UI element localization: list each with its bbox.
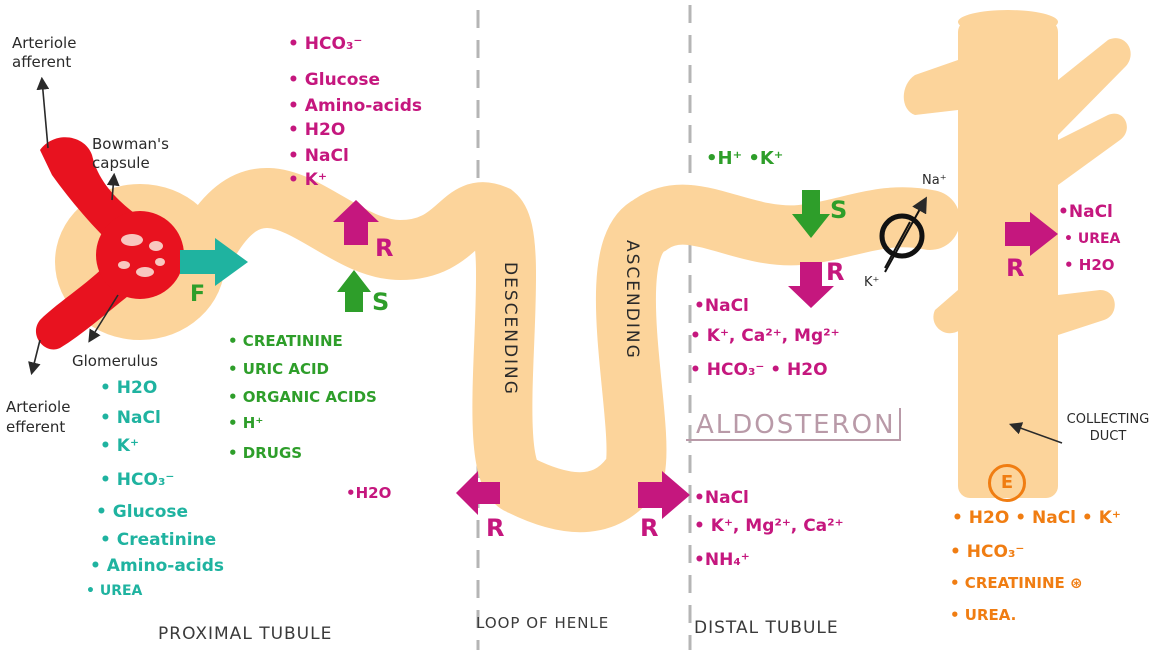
collecting-reabsorption-item: • H2O	[1064, 256, 1115, 274]
filtrate-item: • NaCl	[100, 408, 161, 428]
collecting-reabsorption-item: • UREA	[1064, 231, 1121, 247]
proximal-secretion-item: • URIC ACID	[228, 360, 330, 378]
letter-r-ascending: R	[640, 514, 659, 542]
excretion-item: • H2O • NaCl • K⁺	[952, 508, 1121, 528]
filtrate-item: • H2O	[100, 378, 158, 398]
distal-secretion-arrow	[792, 190, 830, 238]
excretion-item: • UREA.	[950, 606, 1017, 624]
filtration-arrow	[180, 238, 248, 286]
letter-r-distal: R	[826, 258, 845, 286]
ascending-reabsorption-item: • K⁺, Mg²⁺, Ca²⁺	[694, 516, 844, 536]
filtrate-item: • HCO₃⁻	[100, 470, 175, 490]
proximal-secretion-item: • DRUGS	[228, 444, 303, 462]
excretion-item: • HCO₃⁻	[950, 542, 1025, 562]
filtrate-item: • K⁺	[100, 436, 139, 456]
label-glomerulus: Glomerulus	[72, 352, 158, 370]
distal-reabsorption-item: •NaCl	[694, 296, 749, 316]
letter-s-distal: S	[830, 196, 848, 224]
ascending-reabsorption-item: •NaCl	[694, 488, 749, 508]
letter-s-proximal: S	[372, 288, 390, 316]
glomerulus-holes	[118, 234, 165, 277]
label-k-plus: K⁺	[864, 275, 880, 290]
filtrate-item: • Glucose	[96, 502, 189, 522]
proximal-reabsorption-item: • HCO₃⁻	[288, 34, 363, 54]
glomerulus	[35, 137, 184, 350]
distal-secretion-items: •H⁺ •K⁺	[706, 148, 784, 169]
section-distal-tubule: DISTAL TUBULE	[694, 618, 839, 638]
filtrate-item: • UREA	[86, 583, 143, 599]
proximal-secretion-item: • ORGANIC ACIDS	[228, 388, 377, 406]
label-bowmans-capsule: Bowman's capsule	[92, 135, 169, 172]
ascending-reabsorption-arrow	[638, 471, 690, 519]
ascending-reabsorption-item: •NH₄⁺	[694, 550, 750, 570]
collecting-reabsorption-arrow	[1005, 212, 1058, 256]
aldosteron-bracket	[686, 408, 901, 441]
label-na-plus: Na⁺	[922, 173, 947, 188]
proximal-reabsorption-item: • NaCl	[288, 146, 349, 166]
letter-r-descending: R	[486, 514, 505, 542]
proximal-reabsorption-item: • K⁺	[288, 170, 327, 190]
proximal-reabsorption-item: • Amino-acids	[288, 96, 422, 116]
proximal-reabsorption-item: • Glucose	[288, 70, 381, 90]
distal-reabsorption-item: • HCO₃⁻ • H2O	[690, 360, 828, 380]
section-proximal-tubule: PROXIMAL TUBULE	[158, 624, 333, 644]
label-collecting-duct: COLLECTING DUCT	[1066, 412, 1150, 444]
label-descending: DESCENDING	[500, 262, 520, 396]
distal-reabsorption-arrow	[788, 262, 834, 308]
leader-lines	[28, 76, 1063, 444]
label-aldosteron: ALDOSTERON	[696, 410, 896, 440]
collecting-reabsorption-item: •NaCl	[1058, 202, 1113, 222]
proximal-secretion-item: • H⁺	[228, 414, 264, 432]
collecting-duct	[903, 10, 1131, 498]
letter-r-collecting: R	[1006, 254, 1025, 282]
tubule	[180, 168, 960, 533]
proximal-secretion-arrow	[337, 270, 371, 312]
proximal-secretion-item: • CREATININE	[228, 332, 343, 350]
letter-e: E	[988, 464, 1026, 502]
proximal-reabsorption-arrow	[333, 200, 379, 245]
filtrate-item: • Creatinine	[100, 530, 217, 550]
section-loop-of-henle: LOOP OF HENLE	[476, 614, 610, 632]
letter-r-proximal: R	[375, 234, 394, 262]
excretion-item: • CREATININE ⊛	[950, 574, 1083, 592]
letter-f: F	[190, 282, 206, 307]
na-k-pump	[879, 213, 925, 259]
distal-reabsorption-item: • K⁺, Ca²⁺, Mg²⁺	[690, 326, 840, 346]
label-arteriole-efferent: Arteriole efferent	[6, 398, 71, 436]
proximal-reabsorption-item: • H2O	[288, 120, 346, 140]
descending-reabsorption-item: •H2O	[346, 484, 392, 502]
label-ascending: ASCENDING	[622, 240, 642, 360]
label-arteriole-afferent: Arteriole afferent	[12, 34, 77, 71]
filtrate-item: • Amino-acids	[90, 556, 224, 576]
descending-reabsorption-arrow	[456, 471, 500, 515]
